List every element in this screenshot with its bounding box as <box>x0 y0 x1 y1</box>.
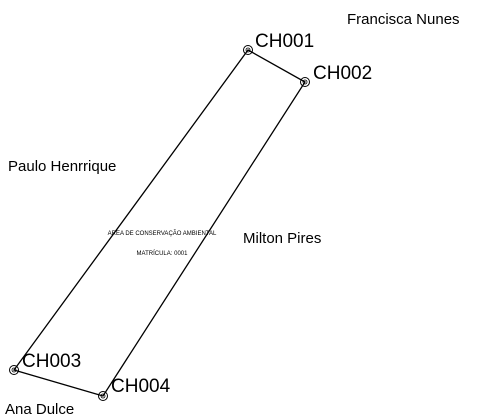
vertex-label-ch004: CH004 <box>111 376 171 397</box>
survey-point-circle-icon[interactable] <box>9 365 19 375</box>
vertex-label-ch001: CH001 <box>255 31 314 52</box>
survey-point-circle-icon[interactable] <box>243 45 253 55</box>
neighbor-label-east: Milton Pires <box>243 230 321 247</box>
neighbor-label-north: Francisca Nunes <box>347 11 460 28</box>
neighbor-label-west: Paulo Henrrique <box>8 158 116 175</box>
property-boundary[interactable] <box>12 49 306 397</box>
parcel-registration: MATRÍCULA: 0001 <box>137 250 189 257</box>
survey-point-circle-icon[interactable] <box>98 391 108 401</box>
vertex-label-ch002: CH002 <box>313 63 372 84</box>
survey-point-circle-icon[interactable] <box>300 77 310 87</box>
parcel-name: AREA DE CONSERVAÇÃO AMBIENTAL <box>108 230 217 237</box>
neighbor-label-south: Ana Dulce <box>5 401 74 417</box>
vertex-label-ch003: CH003 <box>22 351 81 372</box>
